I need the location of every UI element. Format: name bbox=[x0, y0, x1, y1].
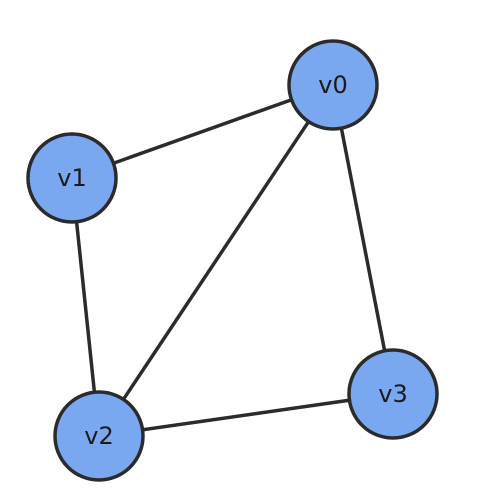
node-v0-label: v0 bbox=[318, 71, 347, 99]
node-v1: v1 bbox=[26, 132, 118, 224]
node-v2-label: v2 bbox=[84, 422, 113, 450]
edge-v0-v3 bbox=[331, 83, 395, 396]
node-v3: v3 bbox=[347, 348, 439, 440]
node-v2: v2 bbox=[53, 390, 145, 482]
edge-v0-v1 bbox=[70, 83, 335, 180]
graph-edges bbox=[70, 83, 395, 438]
node-v3-circle bbox=[347, 348, 439, 440]
graph-nodes: v0 v1 v2 v3 bbox=[26, 39, 439, 482]
node-v3-label: v3 bbox=[378, 380, 407, 408]
node-v0: v0 bbox=[287, 39, 379, 131]
node-v1-label: v1 bbox=[57, 164, 86, 192]
edge-v0-v2 bbox=[97, 83, 335, 438]
node-v2-circle bbox=[53, 390, 145, 482]
node-v0-circle bbox=[287, 39, 379, 131]
node-v1-circle bbox=[26, 132, 118, 224]
edge-v2-v3 bbox=[97, 392, 395, 438]
